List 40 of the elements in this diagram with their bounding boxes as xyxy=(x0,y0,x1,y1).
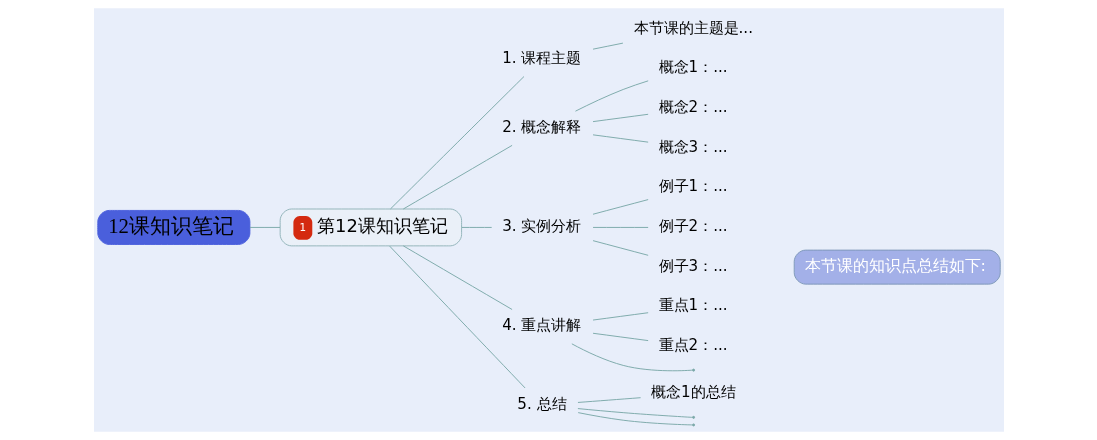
node-text: 5. 总结 xyxy=(516,394,567,413)
connector xyxy=(592,312,649,321)
node-box: 本节课的知识点总结如下: xyxy=(793,249,1001,285)
node-text: 重点1：... xyxy=(658,296,728,315)
connector xyxy=(592,199,649,215)
connector xyxy=(592,240,649,256)
connector xyxy=(402,144,513,210)
node-text: 1. 课程主题 xyxy=(501,48,581,67)
node-point xyxy=(691,423,695,427)
node-text: 4. 重点讲解 xyxy=(501,316,581,335)
node-text: 概念1：... xyxy=(658,58,728,77)
connector xyxy=(574,80,649,112)
connector xyxy=(592,42,623,50)
node-box: 12课知识笔记 xyxy=(96,209,250,245)
node-text: 3. 实例分析 xyxy=(501,217,581,236)
connector xyxy=(577,412,693,426)
connector xyxy=(592,113,649,123)
connector xyxy=(592,134,649,143)
connector xyxy=(570,343,693,372)
node-text: 例子2：... xyxy=(658,217,728,236)
connector xyxy=(389,76,524,210)
connector xyxy=(249,226,281,228)
connector xyxy=(388,245,526,389)
node-text: 概念3：... xyxy=(658,137,728,156)
node-text: 重点2：... xyxy=(658,336,728,355)
connector xyxy=(577,397,641,403)
node-point xyxy=(691,368,695,372)
node-text: 2. 概念解释 xyxy=(501,117,581,136)
node-box: 1 第12课知识笔记 xyxy=(279,208,462,247)
node-text: 例子1：... xyxy=(658,177,728,196)
connector xyxy=(402,245,513,310)
connector xyxy=(592,332,649,342)
node-text: 概念1的总结 xyxy=(650,383,736,402)
connector xyxy=(460,226,492,228)
node-text: 例子3：... xyxy=(658,256,728,275)
node-text: 概念2：... xyxy=(658,97,728,116)
node-text: 本节课的主题是... xyxy=(633,18,753,37)
node-point xyxy=(691,415,695,419)
connector xyxy=(576,408,693,418)
connector xyxy=(592,226,649,228)
